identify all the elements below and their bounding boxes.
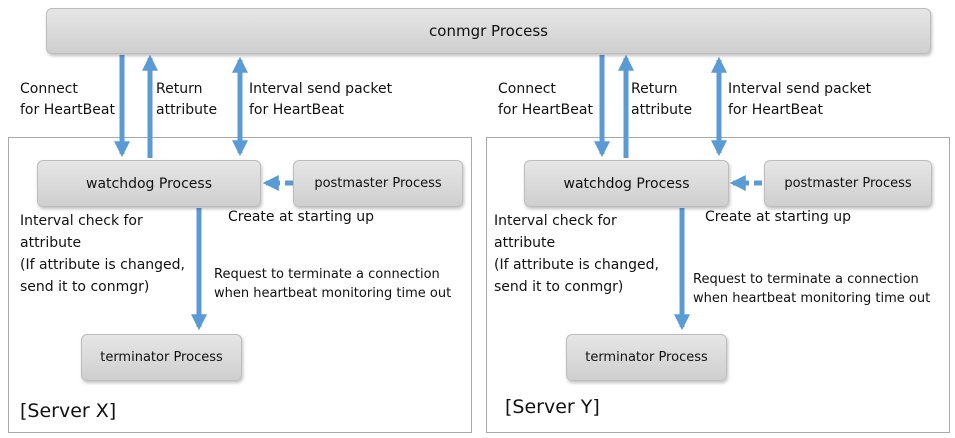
check-label-x: Interval check for attribute (If attribu…	[20, 213, 185, 295]
request-label-y: Request to terminate a connection when h…	[693, 272, 931, 306]
interval-label-x: Interval send packet for HeartBeat	[249, 81, 393, 118]
postmaster-process-box-y: postmaster Process	[764, 160, 932, 207]
conmgr-process-label: conmgr Process	[429, 22, 548, 40]
terminator-process-box-x: terminator Process	[81, 334, 242, 381]
server-name-x: [Server X]	[20, 400, 117, 422]
interval-label-y: Interval send packet for HeartBeat	[728, 81, 872, 118]
postmaster-process-box-x: postmaster Process	[293, 160, 463, 207]
watchdog-process-box-y: watchdog Process	[524, 160, 729, 207]
watchdog-process-box-x: watchdog Process	[37, 160, 261, 207]
request-label-x: Request to terminate a connection when h…	[214, 267, 452, 301]
create-label-x: Create at starting up	[228, 209, 374, 225]
postmaster-process-label-x: postmaster Process	[314, 176, 442, 191]
create-label-y: Create at starting up	[705, 209, 851, 225]
terminator-process-label-y: terminator Process	[585, 350, 708, 365]
watchdog-process-label-y: watchdog Process	[563, 175, 690, 192]
watchdog-process-label-x: watchdog Process	[86, 175, 212, 192]
return-label-y: Return attribute	[631, 81, 693, 118]
server-name-y: [Server Y]	[505, 396, 600, 418]
conmgr-process-box: conmgr Process	[46, 8, 931, 54]
connect-label-x: Connect for HeartBeat	[20, 81, 115, 118]
terminator-process-box-y: terminator Process	[566, 334, 727, 381]
connect-label-y: Connect for HeartBeat	[498, 81, 593, 118]
postmaster-process-label-y: postmaster Process	[784, 176, 912, 191]
return-label-x: Return attribute	[156, 81, 218, 118]
terminator-process-label-x: terminator Process	[100, 350, 223, 365]
check-label-y: Interval check for attribute (If attribu…	[494, 213, 659, 295]
